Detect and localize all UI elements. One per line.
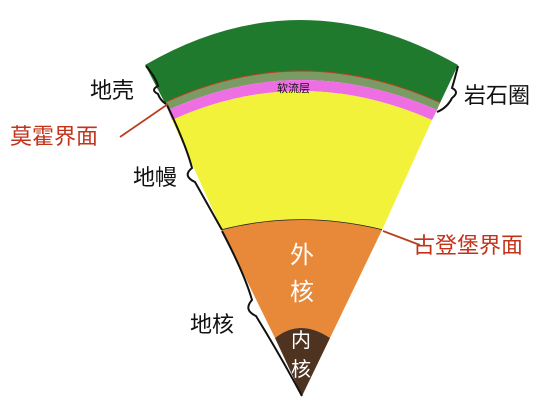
core-brace — [221, 230, 303, 397]
outer-core-label-1: 外 — [290, 241, 314, 269]
mantle-brace — [166, 104, 223, 231]
inner-core-label-1: 内 — [291, 328, 311, 352]
crust-layer — [145, 20, 458, 103]
upper-mantle-band — [165, 71, 440, 110]
mantle-layer — [172, 91, 432, 230]
outer-core-label-2: 核 — [290, 278, 314, 306]
mantle-label: 地幔 — [133, 166, 177, 191]
inner-core-layer — [275, 328, 330, 396]
lithosphere-brace — [436, 65, 459, 113]
gutenberg-label: 古登堡界面 — [413, 234, 523, 259]
crust-label: 地壳 — [90, 79, 134, 104]
moho-label: 莫霍界面 — [10, 125, 98, 150]
asthenosphere-layer — [168, 80, 437, 120]
gutenberg-leader-line — [382, 230, 421, 246]
outer-core-layer — [222, 220, 382, 338]
crust-brace — [145, 65, 167, 105]
lithosphere-label: 岩石圈 — [464, 84, 530, 109]
asthenosphere-label: 软流层 — [277, 81, 310, 95]
core-label: 地核 — [190, 313, 234, 338]
inner-core-label-2: 核 — [291, 357, 311, 381]
moho-leader-line — [119, 103, 169, 138]
